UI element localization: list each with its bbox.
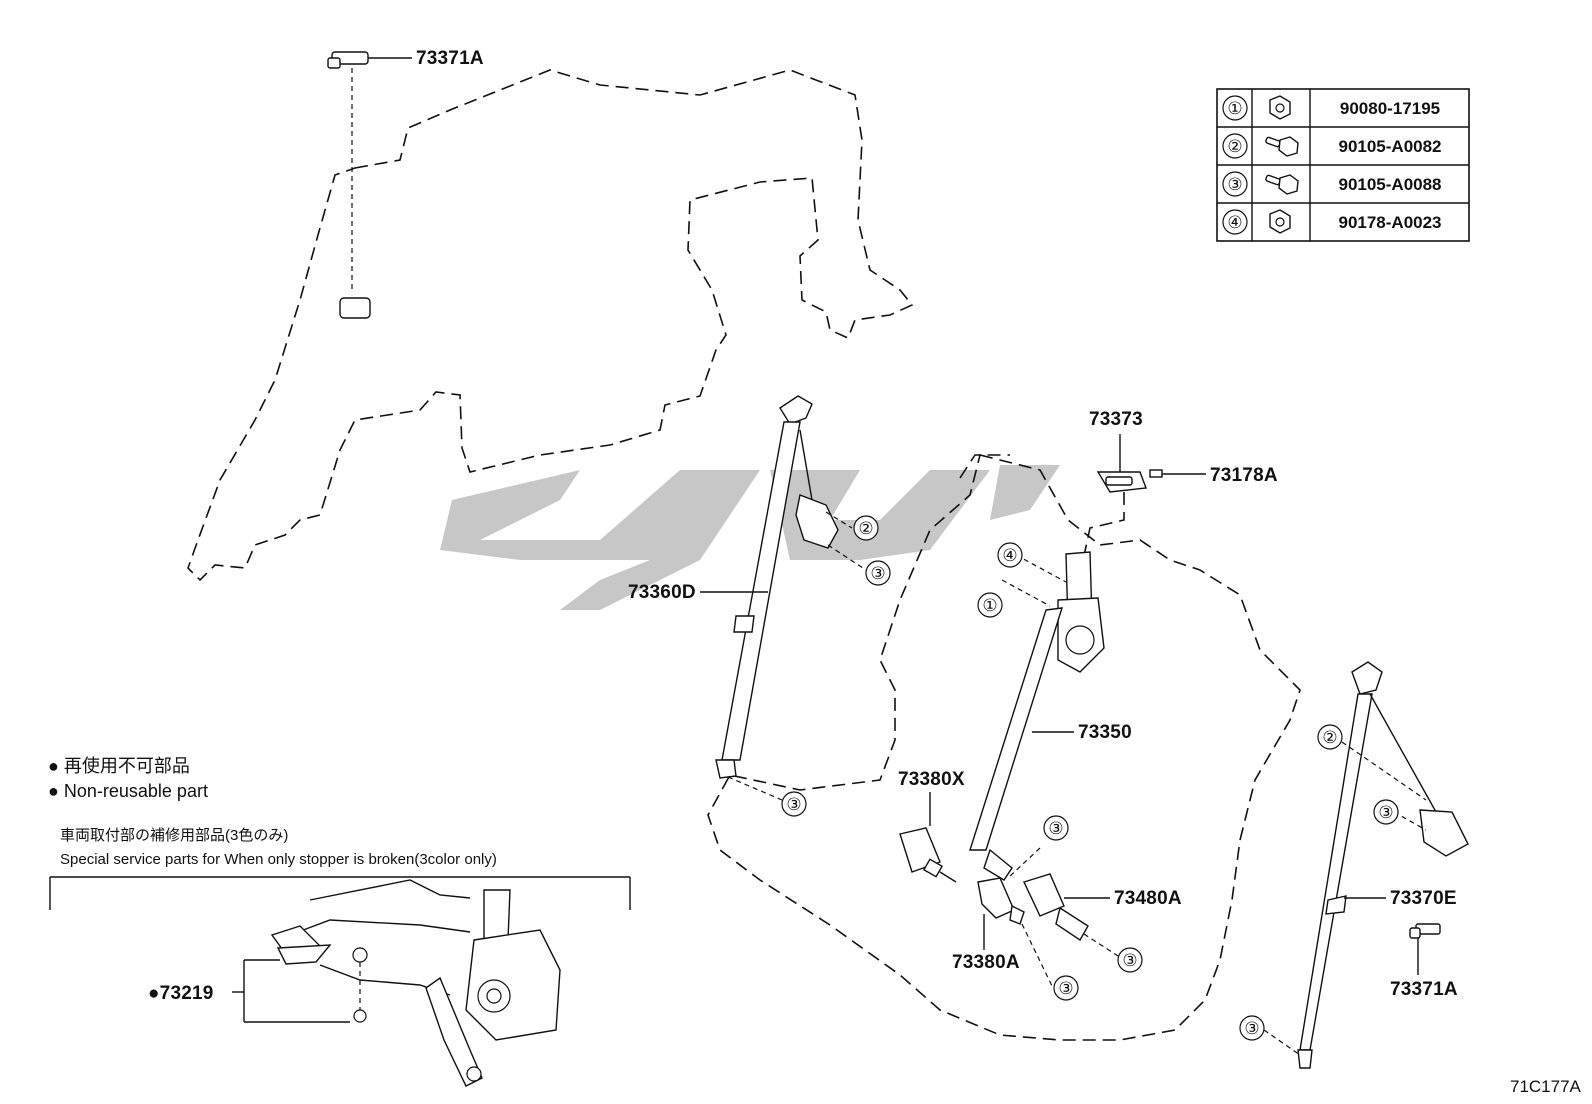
nut-icon — [1269, 209, 1291, 234]
callout-3-center-upper-text: ③ — [1048, 819, 1063, 838]
seat-back-inner — [959, 454, 1010, 479]
body-panel-outline — [187, 69, 914, 582]
nut-icon — [1269, 95, 1291, 120]
table-key-1-circle — [1222, 95, 1248, 121]
label-73380a: 73380A — [952, 952, 1020, 973]
callout-3-right-text: ③ — [1378, 803, 1393, 822]
callout-4 — [997, 542, 1023, 568]
callout-3-left-lower-text: ③ — [786, 795, 801, 814]
label-73360d: 73360D — [628, 582, 696, 603]
table-key-4-circle — [1222, 209, 1248, 235]
legend-en: ● Non-reusable part — [48, 781, 208, 801]
label-73219: ●73219 — [148, 983, 214, 1004]
callout-3-right-lower — [1239, 1015, 1265, 1041]
watermark-logo — [440, 465, 1060, 610]
belt-73370e — [1263, 661, 1469, 1069]
bolt-icon — [1265, 174, 1299, 195]
buckle-73480a — [1007, 847, 1119, 957]
fastener-table — [1216, 88, 1470, 242]
callout-3-center-right-text: ③ — [1122, 951, 1137, 970]
callout-3-center-upper — [1043, 815, 1069, 841]
table-part-3: 90105-A0088 — [1338, 175, 1441, 194]
special-en: Special service parts for When only stop… — [60, 851, 497, 868]
label-73350: 73350 — [1078, 722, 1132, 743]
belt-73360d — [700, 395, 867, 801]
callout-2-left — [853, 515, 879, 541]
table-key-4: ④ — [1227, 213, 1242, 232]
label-73178a-text: 73178A — [1210, 465, 1278, 486]
callout-3-right-lower-text: ③ — [1244, 1019, 1259, 1038]
callout-3-left-lower — [781, 791, 807, 817]
callout-2-right — [1317, 724, 1343, 750]
buckle-73380x — [899, 792, 957, 883]
label-73370e: 73370E — [1390, 888, 1457, 909]
clip-73371a-top — [327, 51, 412, 319]
callout-3-center-lower — [1053, 975, 1079, 1001]
callout-3-center-lower-text: ③ — [1058, 979, 1073, 998]
table-key-3-circle — [1222, 171, 1248, 197]
figure-code: 71C177A — [1510, 1077, 1582, 1096]
label-73371a-right: 73371A — [1390, 979, 1458, 1000]
label-73371a-top: 73371A — [416, 48, 484, 69]
seat-back-outline — [707, 454, 1301, 1041]
cover-73373 — [1083, 434, 1206, 557]
label-73373: 73373 — [1089, 409, 1143, 430]
callout-2-left-text: ② — [858, 519, 873, 538]
special-jp: 車両取付部の補修用部品(3色のみ) — [60, 827, 288, 844]
callout-3-left-text: ③ — [870, 564, 885, 583]
callout-4-text: ④ — [1002, 546, 1017, 565]
table-part-4: 90178-A0023 — [1338, 213, 1441, 232]
buckle-73380a — [977, 877, 1053, 987]
callout-3-center-right — [1117, 947, 1143, 973]
table-key-2: ② — [1227, 137, 1242, 156]
table-key-3: ③ — [1227, 175, 1242, 194]
callout-1 — [977, 592, 1003, 618]
table-part-2: 90105-A0082 — [1338, 137, 1441, 156]
table-part-1: 90080-17195 — [1340, 99, 1440, 118]
callout-3-right — [1373, 799, 1399, 825]
bolt-icon — [1265, 136, 1299, 157]
table-key-2-circle — [1222, 133, 1248, 159]
special-bracket — [49, 876, 631, 910]
legend-jp: ● 再使用不可部品 — [48, 756, 190, 776]
label-73480a: 73480A — [1114, 888, 1182, 909]
callout-1-text: ① — [982, 596, 997, 615]
stopper-detail — [232, 879, 561, 1087]
belt-73350 — [969, 551, 1105, 881]
table-key-1: ① — [1227, 99, 1242, 118]
callout-3-left — [865, 560, 891, 586]
clip-73371a-right — [1409, 923, 1441, 975]
label-73380x: 73380X — [898, 769, 965, 790]
callout-2-right-text: ② — [1322, 728, 1337, 747]
